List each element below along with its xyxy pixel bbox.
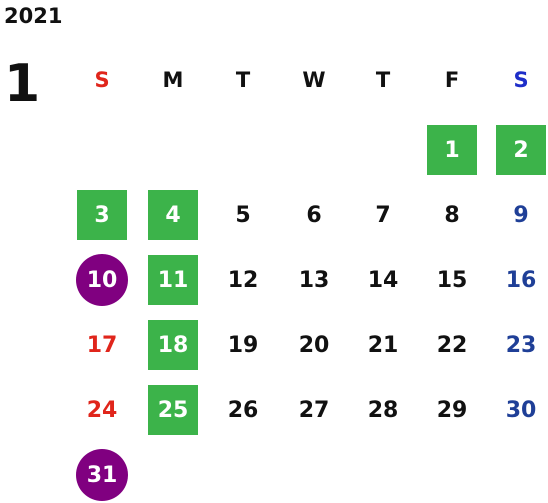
calendar-day-7[interactable]: 7 [375, 202, 391, 228]
calendar-day-24[interactable]: 24 [86, 397, 118, 423]
calendar-day-18[interactable]: 18 [148, 320, 198, 370]
calendar-day-25[interactable]: 25 [148, 385, 198, 435]
weekday-header-sun: S [94, 68, 110, 92]
calendar-day-31[interactable]: 31 [76, 449, 128, 501]
calendar-day-10[interactable]: 10 [76, 254, 128, 306]
calendar-day-23[interactable]: 23 [505, 332, 537, 358]
calendar-day-12[interactable]: 12 [227, 267, 259, 293]
calendar-day-8[interactable]: 8 [444, 202, 460, 228]
calendar-day-4[interactable]: 4 [148, 190, 198, 240]
calendar-day-14[interactable]: 14 [367, 267, 399, 293]
calendar-day-27[interactable]: 27 [298, 397, 330, 423]
calendar-day-1[interactable]: 1 [427, 125, 477, 175]
weekday-header-thu: T [375, 68, 391, 92]
calendar-day-22[interactable]: 22 [436, 332, 468, 358]
calendar-day-21[interactable]: 21 [367, 332, 399, 358]
calendar-day-6[interactable]: 6 [306, 202, 322, 228]
weekday-header-wed: W [302, 68, 326, 92]
weekday-header-sat: S [513, 68, 529, 92]
calendar-day-20[interactable]: 20 [298, 332, 330, 358]
calendar-day-29[interactable]: 29 [436, 397, 468, 423]
calendar-day-30[interactable]: 30 [505, 397, 537, 423]
calendar-day-2[interactable]: 2 [496, 125, 546, 175]
calendar-day-13[interactable]: 13 [298, 267, 330, 293]
calendar-day-15[interactable]: 15 [436, 267, 468, 293]
calendar-day-17[interactable]: 17 [86, 332, 118, 358]
calendar-day-3[interactable]: 3 [77, 190, 127, 240]
calendar-day-16[interactable]: 16 [505, 267, 537, 293]
weekday-header-mon: M [162, 68, 184, 92]
calendar-day-19[interactable]: 19 [227, 332, 259, 358]
calendar-day-5[interactable]: 5 [235, 202, 251, 228]
calendar-day-9[interactable]: 9 [513, 202, 529, 228]
weekday-header-tue: T [235, 68, 251, 92]
calendar-day-11[interactable]: 11 [148, 255, 198, 305]
year-label: 2021 [4, 4, 63, 28]
month-number: 1 [4, 54, 41, 114]
weekday-header-fri: F [444, 68, 460, 92]
calendar-day-26[interactable]: 26 [227, 397, 259, 423]
calendar-day-28[interactable]: 28 [367, 397, 399, 423]
